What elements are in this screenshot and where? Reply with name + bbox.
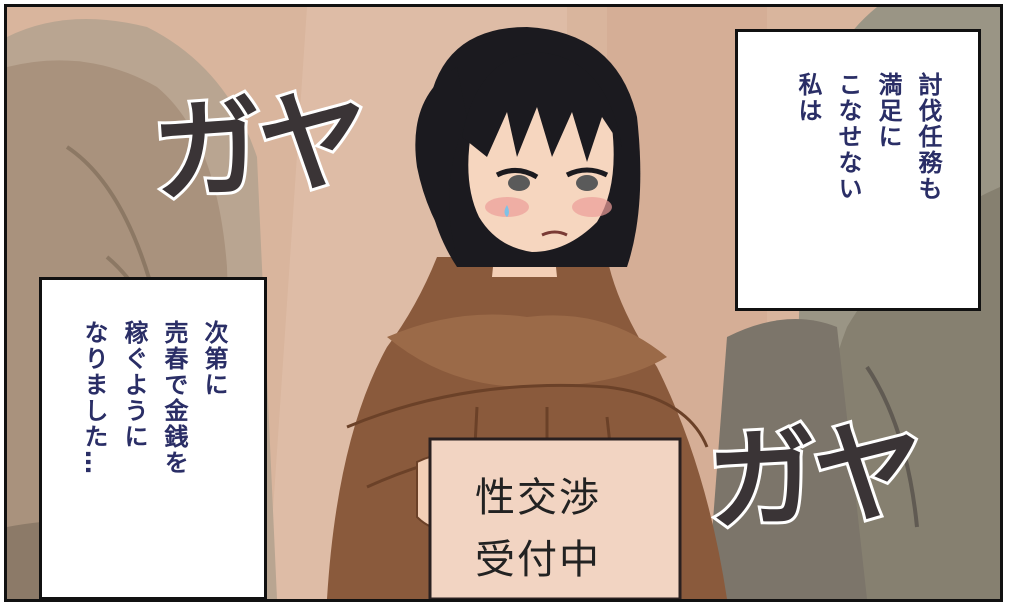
sign-line-2: 受付中 <box>475 537 601 583</box>
caption-right-line-1: 討伐任務も <box>914 72 942 202</box>
sfx-bottom: ガヤ <box>701 405 925 550</box>
sign-board <box>428 437 682 599</box>
sign-line-1: 性交渉 <box>475 475 601 521</box>
comic-panel: 性交渉 受付中 ガヤ ガヤ 討伐任務も 満足に こなせない 私は 次第に 売春で… <box>4 4 1003 602</box>
caption-left-line-2: 売春で金銭を <box>160 320 188 476</box>
caption-right-line-3: こなせない <box>834 72 862 202</box>
caption-left-line-1: 次第に <box>200 320 228 398</box>
caption-right-line-2: 満足に <box>874 72 902 150</box>
caption-box-left: 次第に 売春で金銭を 稼ぐように なりました… <box>39 277 267 599</box>
sfx-top: ガヤ <box>145 73 371 221</box>
caption-right-line-4: 私は <box>794 72 822 124</box>
caption-left-line-3: 稼ぐように <box>120 320 148 450</box>
caption-box-right: 討伐任務も 満足に こなせない 私は <box>735 29 981 311</box>
caption-left-line-4: なりました… <box>80 320 108 476</box>
